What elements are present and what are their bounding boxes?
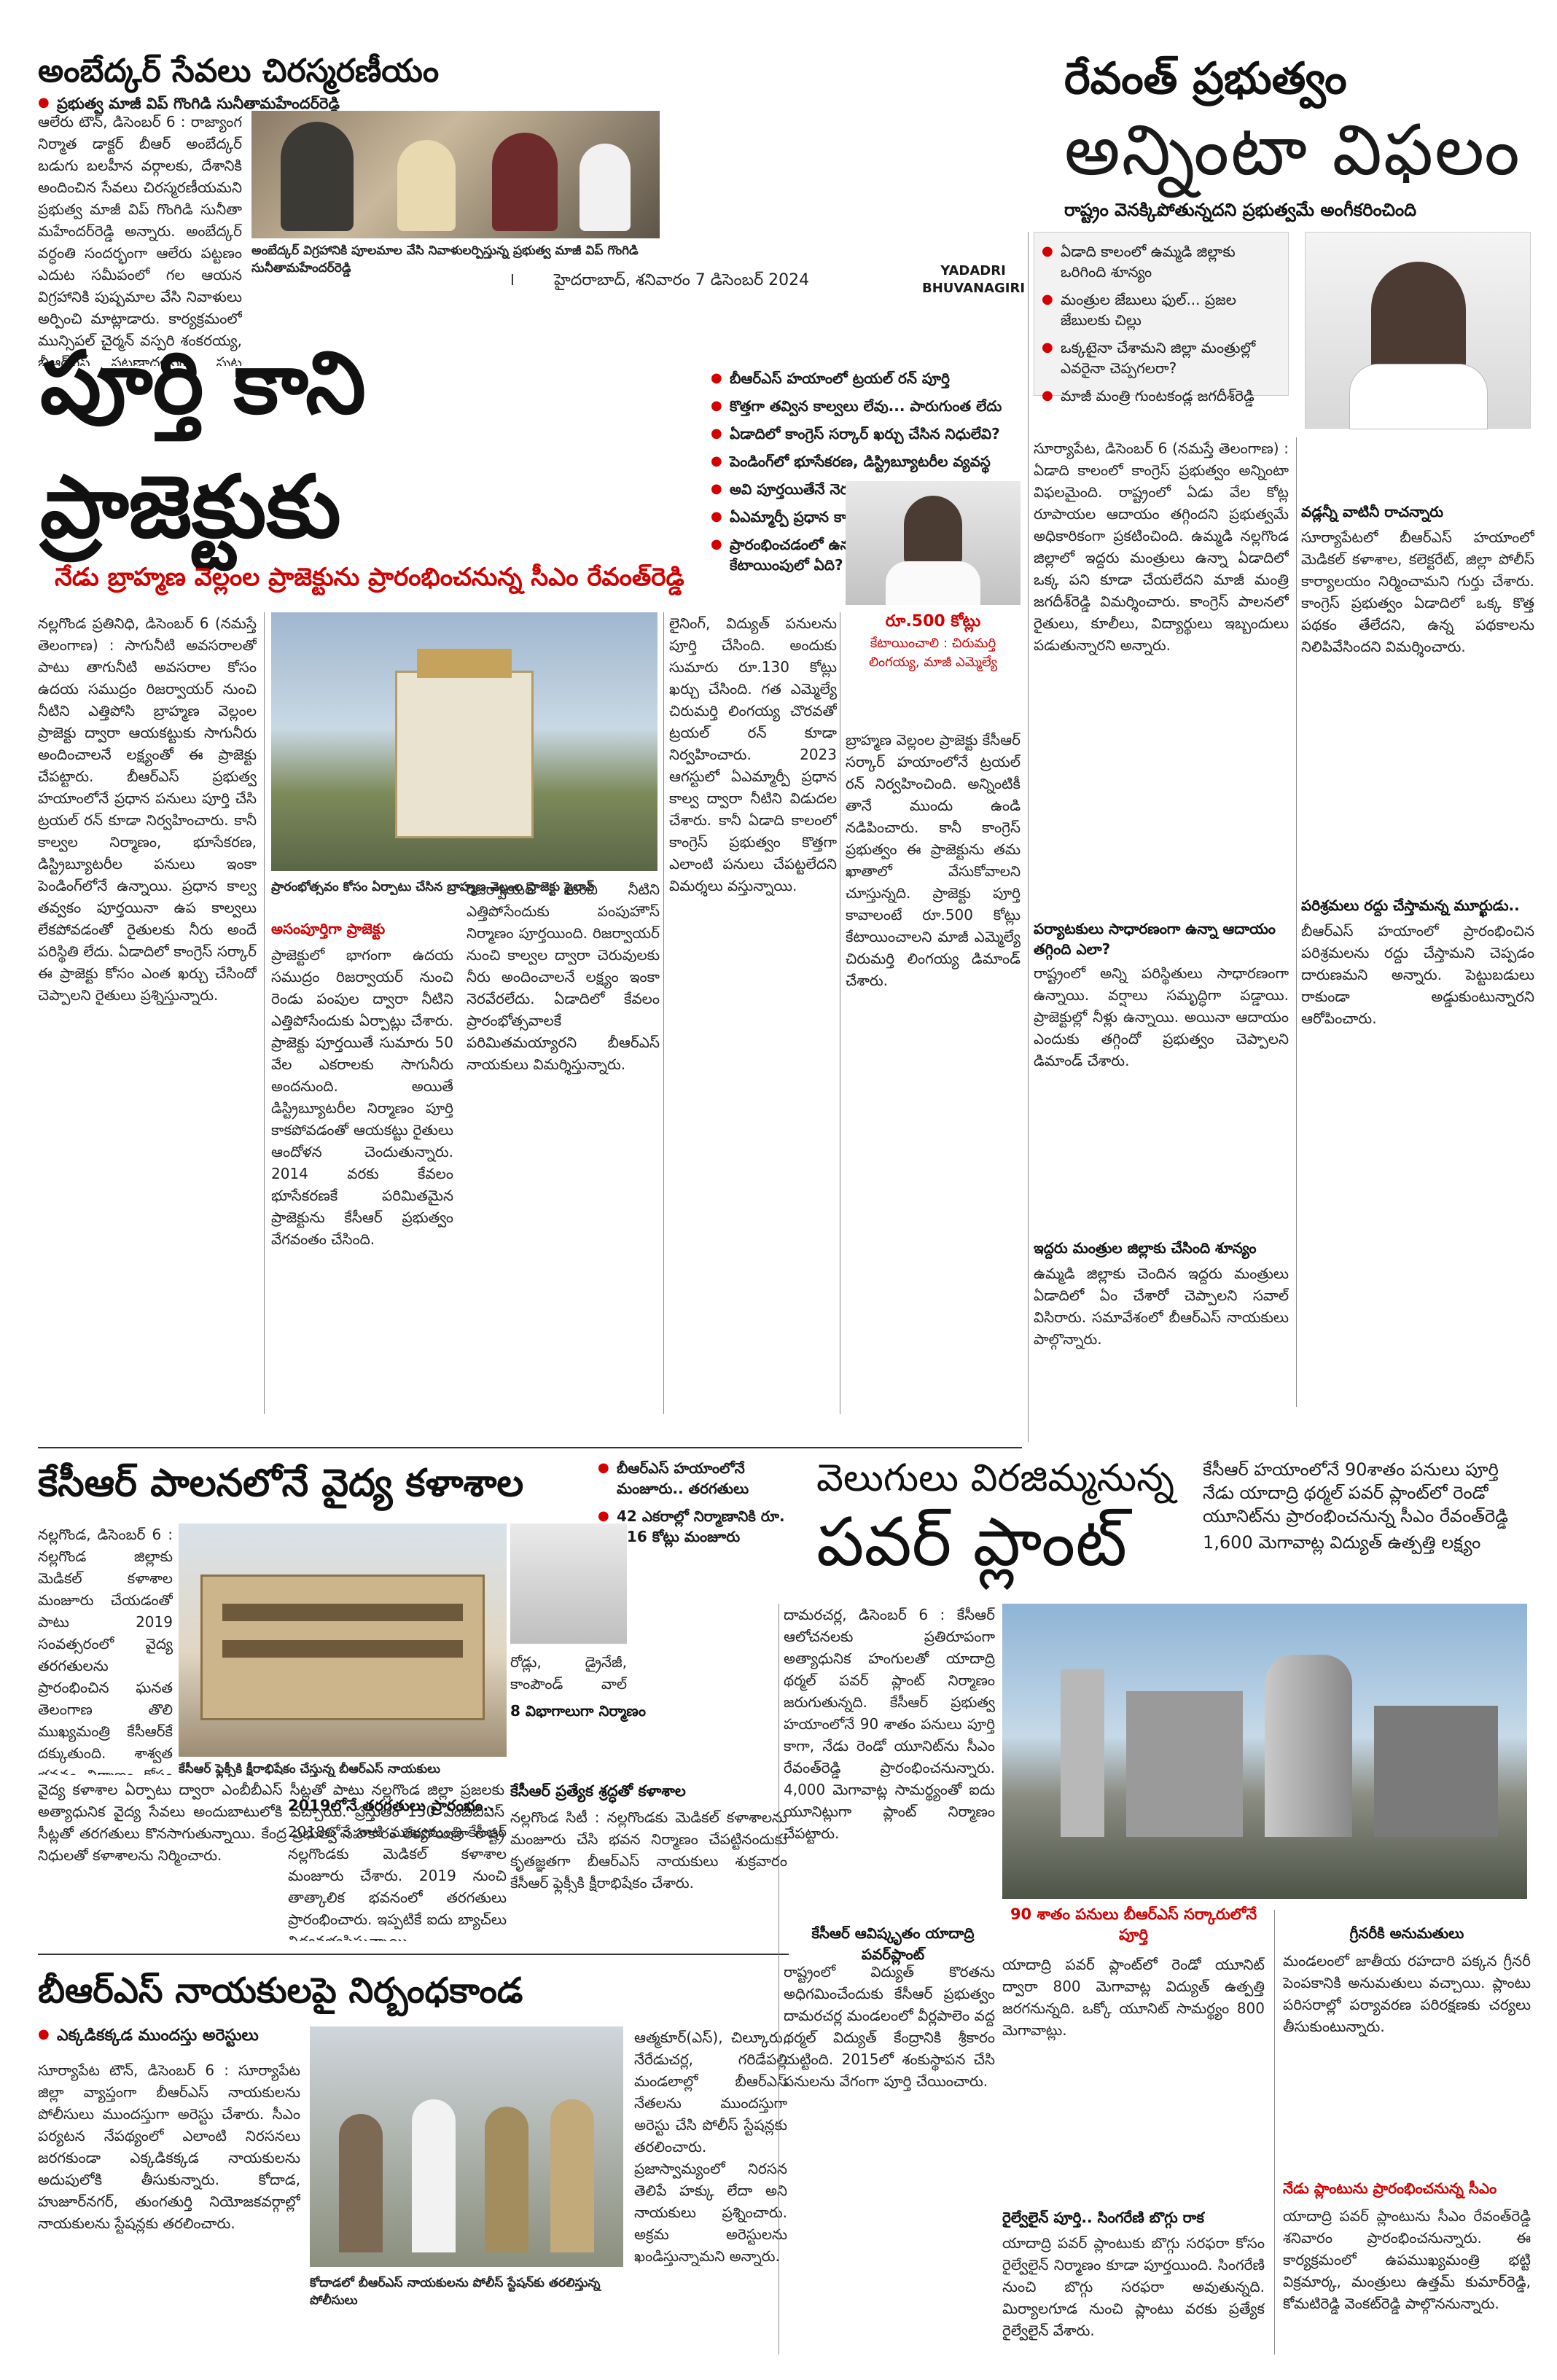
deck-power-1: కేసీఆర్ హయాంలోనే 90శాతం పనులు పూర్తి: [1203, 1459, 1499, 1480]
caption-brs-text: కోదాడలో బీఆర్ఎస్ నాయకులను పోలీస్ స్టేషన్…: [310, 2276, 601, 2308]
body-power-6: యాదాద్రి పవర్ ప్లాంటును సీఎం రేవంత్‌రెడ్…: [1283, 2207, 1531, 2312]
body-power-1: దామరచర్ల, డిసెంబర్ 6 : కేసీఆర్ ఆలోచనలకు …: [784, 1606, 995, 1842]
bullet-brs-1: ఎక్కడికక్కడ ముందస్తు అరెస్టులు: [38, 2026, 475, 2048]
quote-power-text: 90 శాతం పనులు బీఆర్ఎస్ సర్కారులోనే పూర్త…: [1010, 1905, 1257, 1943]
body-ambedkar: ఆలేరు టౌన్, డిసెంబర్ 6 : రాజ్యాంగ నిర్మా…: [38, 113, 242, 366]
subhead-ambedkar: ప్రభుత్వ మాజీ విప్ గొంగిడి సునీతామహేందర్…: [38, 95, 650, 117]
photo-medical-college: [179, 1523, 507, 1757]
subhead-revanth-1: వడ్లన్నీ వాటినీ రాచన్నారు: [1301, 503, 1444, 520]
caption-projects: ప్రారంభోత్సవం కోసం ఏర్పాటు చేసిన బ్రాహ్మ…: [271, 880, 595, 894]
body-revanth-4: బీఆర్ఎస్ హయాంలో ప్రారంభించిన పరిశ్రమలను …: [1301, 922, 1534, 1027]
subhead-revanth-4: ఇద్దరు మంత్రుల జిల్లాకు చేసింది శూన్యం: [1034, 1239, 1257, 1257]
body-kcr-5: నల్లగొండ సిటీ : నల్లగొండకు మెడికల్ కళాశా…: [510, 1809, 787, 1892]
subhead-power-3: గ్రీనరీకి అనుమతులు: [1349, 1924, 1464, 1942]
subhead-projects-1: అసంపూర్తిగా ప్రాజెక్టు: [271, 920, 386, 937]
photo-jagadish: [1305, 232, 1531, 429]
deck-projects: నేడు బ్రాహ్మణ వెల్లంల ప్రాజెక్టును ప్రార…: [55, 563, 684, 592]
bullet-kcr-1: బీఆర్ఎస్ హయాంలోనే మంజూరు.. తరగతులు: [598, 1458, 816, 1499]
story-revanth: రేవంత్ ప్రభుత్వం అన్నింటా విఫలం రాష్ట్రం…: [1064, 51, 1531, 222]
caption-kcr-text: కేసీఆర్ ఫ్లెక్సీకి క్షీరాభిషేకం చేస్తున్…: [179, 1762, 441, 1776]
story-ambedkar: అంబేద్కర్ సేవలు చిరస్మరణీయం ప్రభుత్వ మాజ…: [38, 51, 650, 124]
body-revanth-2: సూర్యాపేటలో బీఆర్ఎస్ హయాంలో మెడికల్ కళాశ…: [1301, 528, 1534, 655]
subhead-kcr-2: కేసీఆర్ ప్రత్యేక శ్రద్ధతో కళాశాల: [510, 1782, 686, 1800]
photo-chirumarthi: [846, 481, 1021, 605]
quote-amount: రూ.500 కోట్లు: [885, 612, 981, 631]
deck-power-3: 1,600 మెగావాట్ల విద్యుత్ ఉత్పత్తి లక్ష్య…: [1203, 1532, 1481, 1553]
body-brs-1: సూర్యాపేట టౌన్, డిసెంబర్ 6 : సూర్యాపేట జ…: [38, 2061, 300, 2232]
page-number: I: [510, 271, 515, 289]
body-power-4: యాదాద్రి పవర్ ప్లాంటుకు బొగ్గు సరఫరా కోస…: [1002, 2234, 1265, 2339]
bullet-revanth-1: ఏడాది కాలంలో ఉమ్మడి జిల్లాకు ఒరిగింది శూ…: [1042, 241, 1281, 282]
photo-projects-pylon: [271, 612, 657, 871]
body-projects-2: ప్రాజెక్టులో భాగంగా ఉదయ సముద్రం రిజర్వాయ…: [271, 946, 453, 1248]
body-revanth-1: సూర్యాపేట, డిసెంబర్ 6 (నమస్తే తెలంగాణ) :…: [1034, 440, 1289, 654]
photo-ambedkar: [251, 111, 660, 238]
caption-brs: కోదాడలో బీఆర్ఎస్ నాయకులను పోలీస్ స్టేషన్…: [310, 2274, 631, 2309]
body-power-5: మండలంలో జాతీయ రహదారి పక్కన గ్రీనరీ పెంపక…: [1283, 1952, 1531, 2035]
subhead-kcr-1: 8 విభాగాలుగా నిర్మాణం: [510, 1702, 646, 1720]
photo-power-plant: [1002, 1604, 1527, 1899]
dateline: హైదరాబాద్, శనివారం 7 డిసెంబర్ 2024: [554, 271, 810, 289]
section-name: YADADRI BHUVANAGIRI: [922, 263, 1026, 296]
caption-ambedkar: అంబేద్కర్ విగ్రహానికి పూలమాల వేసి నివాళు…: [251, 243, 639, 276]
bullet-revanth-4: మాజీ మంత్రి గుంటకండ్ల జగదీశ్‌రెడ్డి: [1042, 386, 1281, 406]
body-power-2: రాష్ట్రంలో విద్యుత్ కొరతను అధిగమించేందుక…: [784, 1963, 995, 2090]
bullet-project-4: పెండింగ్‌లో భూసేకరణ, డిస్ట్రిబ్యూటరీల వ్…: [711, 451, 1024, 472]
bullet-revanth-3: ఒక్కటైనా చేశామని జిల్లా మంత్రుల్లో ఎవరైన…: [1042, 338, 1281, 378]
headline-revanth: అన్నింటా విఫలం: [1064, 109, 1521, 191]
kicker-revanth: రేవంత్ ప్రభుత్వం: [1064, 53, 1347, 104]
body-projects-4: బ్రాహ్మణ వెల్లంల ప్రాజెక్టు కేసీఆర్ సర్క…: [846, 731, 1021, 989]
photo-kcr-small: [510, 1523, 627, 1644]
body-projects-3: లైనింగ్, విద్యుత్ పనులను పూర్తి చేసింది.…: [669, 614, 837, 894]
bullet-revanth-2: మంత్రుల జేబులు ఫుల్... ప్రజల జేబులకు చిల…: [1042, 289, 1281, 330]
subhead-power-2: రైల్వేలైన్ పూర్తి.. సింగరేణి బొగ్గు రాక: [1002, 2209, 1204, 2226]
headline-ambedkar: అంబేద్కర్ సేవలు చిరస్మరణీయం: [38, 52, 440, 90]
deck-power-box: కేసీఆర్ హయాంలోనే 90శాతం పనులు పూర్తి నేడ…: [1203, 1458, 1531, 1554]
body-projects-1: నల్లగొండ ప్రతినిధి, డిసెంబర్ 6 (నమస్తే త…: [38, 614, 257, 1004]
body-kcr-1: నల్లగొండ, డిసెంబర్ 6 : నల్లగొండ జిల్లాకు…: [38, 1526, 173, 1775]
box-revanth-bullets: ఏడాది కాలంలో ఉమ్మడి జిల్లాకు ఒరిగింది శూ…: [1034, 232, 1289, 406]
body-kcr-3: రోడ్లు, డ్రైనేజీ, కాంపౌండ్ వాల్ నిర్మాణా…: [510, 1653, 627, 1693]
photo-brs-arrest: [310, 2026, 623, 2267]
box-kcr-bullets: బీఆర్ఎస్ హయాంలోనే మంజూరు.. తరగతులు 42 ఎక…: [598, 1458, 816, 1554]
headline-power-1: వెలుగులు విరజిమ్మనున్న: [816, 1456, 1175, 1500]
bullet-project-1: బీఆర్ఎస్ హయాంలో ట్రయల్ రన్ పూర్తి: [711, 368, 1024, 389]
subhead-kcr-3: 2019లోనే తరగతులు ప్రారంభం..: [288, 1797, 495, 1814]
body-kcr-2: వైద్య కళాశాల ఏర్పాటు ద్వారా ఎంబీబీఎస్ సీ…: [38, 1781, 504, 1864]
headline-kcr-medical: కేసీఆర్ పాలనలోనే వైద్య కళాశాల: [38, 1462, 524, 1505]
deck-power-2: నేడు యాదాద్రి థర్మల్ పవర్ ప్లాంట్‌లో రెం…: [1203, 1483, 1508, 1526]
body-kcr-4: 2018లోనే నాటి ముఖ్యమంత్రి కేసీఆర్ నల్లగొ…: [288, 1823, 507, 1941]
headline-brs-arrest: బీఆర్ఎస్ నాయకులపై నిర్బంధకాండ: [38, 1970, 523, 2011]
caption-kcr: కేసీఆర్ ఫ్లెక్సీకి క్షీరాభిషేకం చేస్తున్…: [179, 1760, 507, 1778]
quote-box-projects: రూ.500 కోట్లు కేటాయించాలి : చిరుమర్తి లి…: [846, 612, 1021, 722]
body-projects-5: రిజర్వాయర్ నుంచి నీటిని ఎత్తిపోసేందుకు ప…: [467, 881, 660, 1073]
body-brs-2: ఆత్మకూర్(ఎస్), చిల్కూరు, నేరేడుచర్ల, గరి…: [634, 2029, 787, 2265]
quote-power: 90 శాతం పనులు బీఆర్ఎస్ సర్కారులోనే పూర్త…: [1002, 1904, 1265, 1945]
body-revanth-3: రాష్ట్రంలో అన్ని పరిస్థితులు సాధారణంగా ఉ…: [1034, 964, 1289, 1069]
subhead-revanth-2: పర్యాటకులు సాధారణంగా ఉన్నా ఆదాయం తగ్గింద…: [1034, 920, 1276, 958]
body-power-3: యాదాద్రి పవర్ ప్లాంట్‌లో రెండో యూనిట్ ద్…: [1002, 1956, 1265, 2039]
bullet-project-3: ఏడాదిలో కాంగ్రెస్ సర్కార్ ఖర్చు చేసిన ని…: [711, 424, 1024, 444]
headline-projects-box: పూర్తి కాని ప్రాజెక్టుకు: [40, 321, 696, 557]
subhead-power-4: నేడు ప్లాంటును ప్రారంభించనున్న సీఎం: [1283, 2180, 1497, 2197]
subhead-revanth-3: పరిశ్రమలు రద్దు చేస్తామన్న మూర్ఖుడు..: [1301, 897, 1520, 914]
deck-revanth: రాష్ట్రం వెనక్కిపోతున్నదని ప్రభుత్వమే అం…: [1064, 200, 1417, 220]
body-revanth-5: ఉమ్మడి జిల్లాకు చెందిన ఇద్దరు మంత్రులు ఏ…: [1034, 1265, 1289, 1348]
subhead-power-1: కేసీఆర్ ఆవిష్కృతం యాదాద్రి పవర్‌ప్లాంట్: [811, 1924, 975, 1963]
caption-projects-photo: ప్రారంభోత్సవం కోసం ఏర్పాటు చేసిన బ్రాహ్మ…: [271, 878, 657, 896]
headline-power-box: వెలుగులు విరజిమ్మనున్న పవర్ ప్లాంట్: [816, 1454, 1195, 1583]
quote-text: కేటాయించాలి : చిరుమర్తి లింగయ్య, మాజీ ఎమ…: [868, 636, 998, 670]
headline-projects: పూర్తి కాని ప్రాజెక్టుకు: [40, 332, 367, 557]
bullet-project-2: కొత్తగా తవ్విన కాల్వలు లేవు... పారుగుంత …: [711, 396, 1024, 416]
bullet-kcr-2: 42 ఎకరాల్లో నిర్మాణానికి రూ. 116 కోట్లు …: [598, 1506, 816, 1547]
headline-power-2: పవర్ ప్లాంట్: [816, 1503, 1128, 1581]
